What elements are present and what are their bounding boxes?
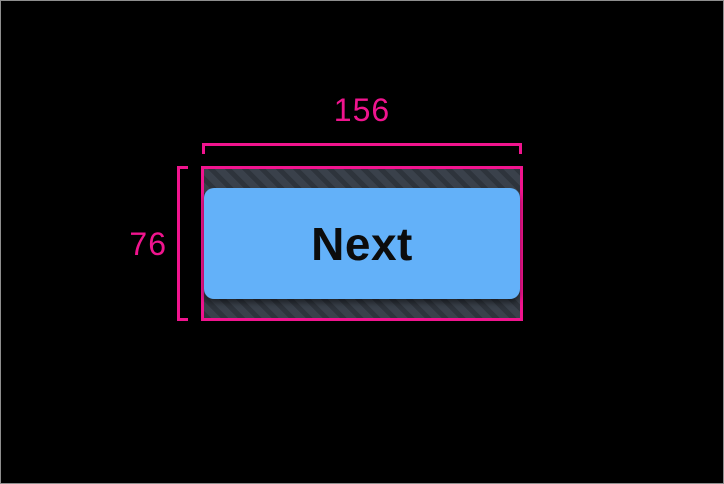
- width-dimension-label: 156: [333, 92, 391, 128]
- height-dimension-label: 76: [129, 225, 167, 262]
- width-measure-bracket: [202, 143, 522, 154]
- measured-bounds: Next: [201, 166, 523, 321]
- height-measure-bracket: [177, 166, 188, 321]
- next-button[interactable]: Next: [204, 188, 520, 299]
- next-button-label: Next: [311, 217, 413, 270]
